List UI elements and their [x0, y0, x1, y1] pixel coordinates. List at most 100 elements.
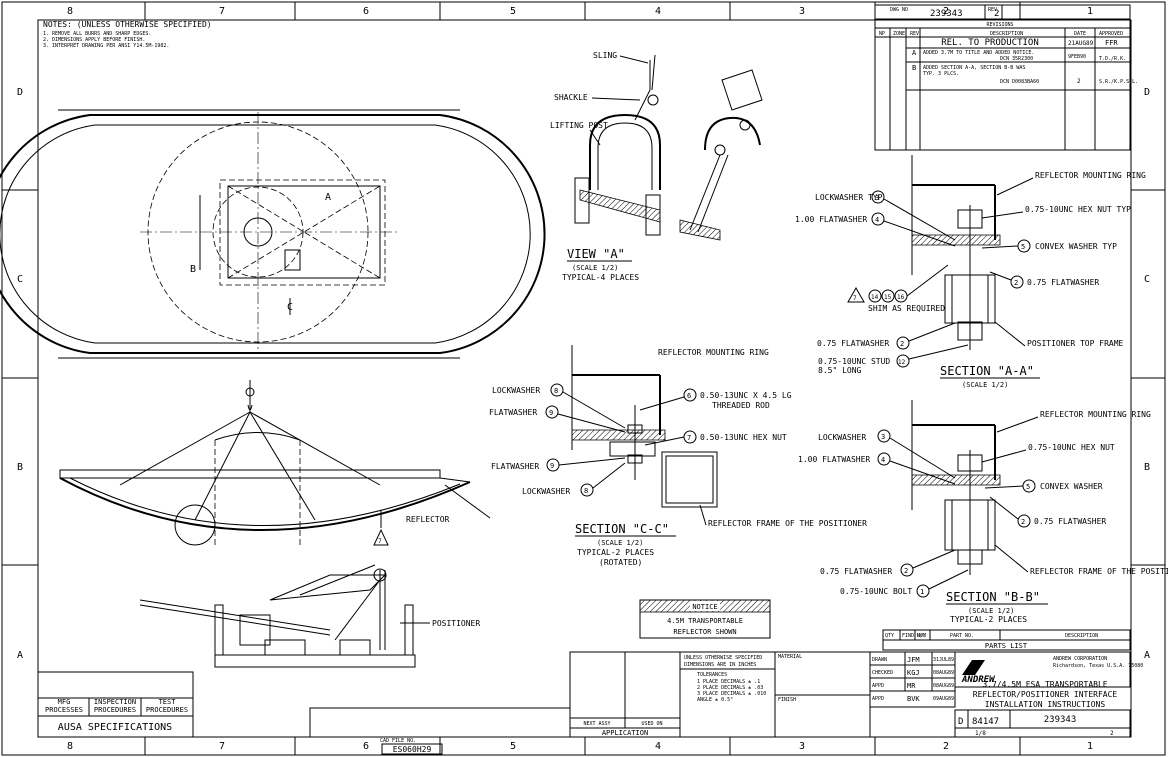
svg-text:APPROVED: APPROVED: [1099, 31, 1123, 37]
section-cc-note2: (ROTATED): [599, 558, 642, 567]
sling-label: SLING: [593, 51, 617, 60]
zone-row-label: C: [1144, 274, 1150, 285]
svg-text:9FEB90: 9FEB90: [1068, 54, 1086, 60]
bb-flatwasher075: 0.75 FLATWASHER: [820, 567, 892, 576]
parts-list: QTY FIND NO. U/M PART NO. DESCRIPTION PA…: [882, 629, 1131, 651]
next-assy: NEXT ASSY: [583, 721, 610, 727]
signoff-date: 09AUG89: [933, 696, 954, 702]
view-a-title: VIEW "A": [567, 247, 625, 261]
positioner-view: POSITIONER: [139, 564, 480, 668]
bb-hexnut: 0.75-10UNC HEX NUT: [1028, 443, 1115, 452]
zone-column-label: 8: [67, 6, 73, 17]
bb-reflector-ring: REFLECTOR MOUNTING RING: [1040, 410, 1151, 419]
bb-frame: REFLECTOR FRAME OF THE POSITIONER: [1030, 567, 1168, 576]
cc-rod: 0.50-13UNC X 4.5 LG: [700, 391, 792, 400]
section-bb-note: TYPICAL-2 PLACES: [950, 615, 1027, 624]
spec-mfg: MFG PROCESSES: [45, 698, 83, 714]
zone-column-label: 2: [943, 741, 949, 752]
revision-block: DWG NO 239343 REV 2 REVISIONS NP ZONE RE…: [874, 4, 1138, 151]
signoff-name: JFM: [907, 656, 920, 664]
svg-text:ZONE: ZONE: [893, 31, 905, 37]
svg-text:8: 8: [584, 487, 588, 495]
cc-lockwasher-2: LOCKWASHER: [522, 487, 570, 496]
svg-text:4: 4: [881, 456, 885, 464]
svg-text:T.D./R.K.: T.D./R.K.: [1099, 56, 1126, 62]
cad-file-label: CAD FILE NO.: [380, 738, 416, 744]
view-a-scale: (SCALE 1/2): [572, 264, 618, 272]
zone-column-label: 5: [510, 6, 516, 17]
shackle-label: SHACKLE: [554, 93, 588, 102]
cc-frame: REFLECTOR FRAME OF THE POSITIONER: [708, 519, 867, 528]
section-cc-scale: (SCALE 1/2): [597, 539, 643, 547]
ausa-specifications-box: MFG PROCESSES INSPECTION PROCEDURES TEST…: [37, 671, 194, 738]
zone-column-label: 3: [799, 6, 805, 17]
company-name: ANDREW CORPORATION: [1053, 656, 1107, 662]
svg-text:DESCRIPTION: DESCRIPTION: [990, 31, 1023, 37]
svg-text:QTY: QTY: [885, 633, 894, 639]
svg-text:FFR: FFR: [1105, 39, 1118, 47]
bb-bolt: 0.75-10UNC BOLT: [840, 587, 912, 596]
notes-heading: NOTES: (UNLESS OTHERWISE SPECIFIED): [43, 20, 212, 29]
svg-text:9: 9: [550, 462, 554, 470]
spec-inspection: INSPECTION PROCEDURES: [93, 698, 137, 714]
svg-text:6: 6: [687, 392, 691, 400]
zone-column-label: 6: [363, 741, 369, 752]
zone-column-label: 2: [943, 6, 949, 17]
tolerances-label: TOLERANCES: [697, 672, 727, 678]
section-aa-title: SECTION "A-A": [940, 364, 1034, 378]
bb-convex: CONVEX WASHER: [1040, 482, 1103, 491]
svg-text:DESCRIPTION: DESCRIPTION: [1065, 633, 1098, 639]
aa-positioner-top: POSITIONER TOP FRAME: [1027, 339, 1124, 348]
notice-line-1: 4.5M TRANSPORTABLE: [667, 617, 743, 625]
cc-flatwasher: FLATWASHER: [489, 408, 537, 417]
reflector-top-view: B A C: [0, 109, 546, 359]
zone-row-label: D: [1144, 87, 1150, 98]
zone-row-label: C: [17, 274, 23, 285]
svg-text:DATE: DATE: [1074, 31, 1086, 37]
note-2: 2. DIMENSIONS APPLY BEFORE FINISH.: [43, 37, 145, 43]
company-address: Richardson, Texas U.S.A. 75080: [1053, 663, 1143, 669]
svg-text:12: 12: [898, 359, 906, 366]
cc-lockwasher: LOCKWASHER: [492, 386, 540, 395]
notice-title: NOTICE: [692, 603, 717, 611]
zone-column-label: 5: [510, 741, 516, 752]
title-dwg-no: 239343: [1044, 715, 1077, 725]
svg-text:2 PLACE DECIMALS ± .03: 2 PLACE DECIMALS ± .03: [697, 685, 763, 691]
tolerance-head: UNLESS OTHERWISE SPECIFIED: [684, 655, 762, 661]
aa-lockwasher: LOCKWASHER TYP: [815, 193, 883, 202]
svg-text:U/M: U/M: [917, 633, 926, 639]
aa-convex: CONVEX WASHER TYP: [1035, 242, 1117, 251]
revisions-title: REVISIONS: [986, 22, 1013, 28]
aa-shim: SHIM AS REQUIRED: [868, 304, 945, 313]
used-on: USED ON: [641, 721, 662, 727]
signoff-date: 31JUL89: [933, 657, 954, 663]
note-3: 3. INTERPRET DRAWING PER ANSI Y14.5M-198…: [43, 43, 169, 49]
aa-reflector-ring: REFLECTOR MOUNTING RING: [1035, 171, 1146, 180]
bb-lockwasher: LOCKWASHER: [818, 433, 866, 442]
svg-text:ADDED 3.7M TO TITLE AND ADDED: ADDED 3.7M TO TITLE AND ADDED NOTICE.: [923, 50, 1034, 56]
signoff-name: MR: [907, 682, 916, 690]
aa-stud-len: 8.5" LONG: [818, 366, 862, 375]
title-line-2: REFLECTOR/POSITIONER INTERFACE: [973, 690, 1118, 699]
svg-text:2: 2: [904, 567, 908, 575]
svg-text:REV: REV: [988, 7, 997, 13]
svg-text:DCN D0083BA60: DCN D0083BA60: [1000, 79, 1039, 85]
svg-text:15: 15: [884, 294, 892, 301]
view-a-note: TYPICAL-4 PLACES: [562, 273, 639, 282]
section-cc-title: SECTION "C-C": [575, 522, 669, 536]
signoff-role: APPD: [872, 696, 884, 702]
svg-text:ANGLE ± 0.5°: ANGLE ± 0.5°: [697, 697, 733, 703]
signoff-name: KGJ: [907, 669, 920, 677]
cage-code: 84147: [972, 717, 999, 727]
svg-text:21AUG89: 21AUG89: [1068, 40, 1094, 47]
finish-label: FINISH: [778, 697, 796, 703]
title-block: NEXT ASSY USED ON APPLICATION UNLESS OTH…: [309, 651, 1143, 755]
svg-text:2: 2: [900, 340, 904, 348]
zone-row-label: D: [17, 87, 23, 98]
section-aa-scale: (SCALE 1/2): [962, 381, 1008, 389]
signoff-role: DRAWN: [872, 657, 887, 663]
zone-column-label: 6: [363, 6, 369, 17]
bb-flatwasher075-right: 0.75 FLATWASHER: [1034, 517, 1106, 526]
company-logo: ANDREW: [961, 675, 996, 685]
